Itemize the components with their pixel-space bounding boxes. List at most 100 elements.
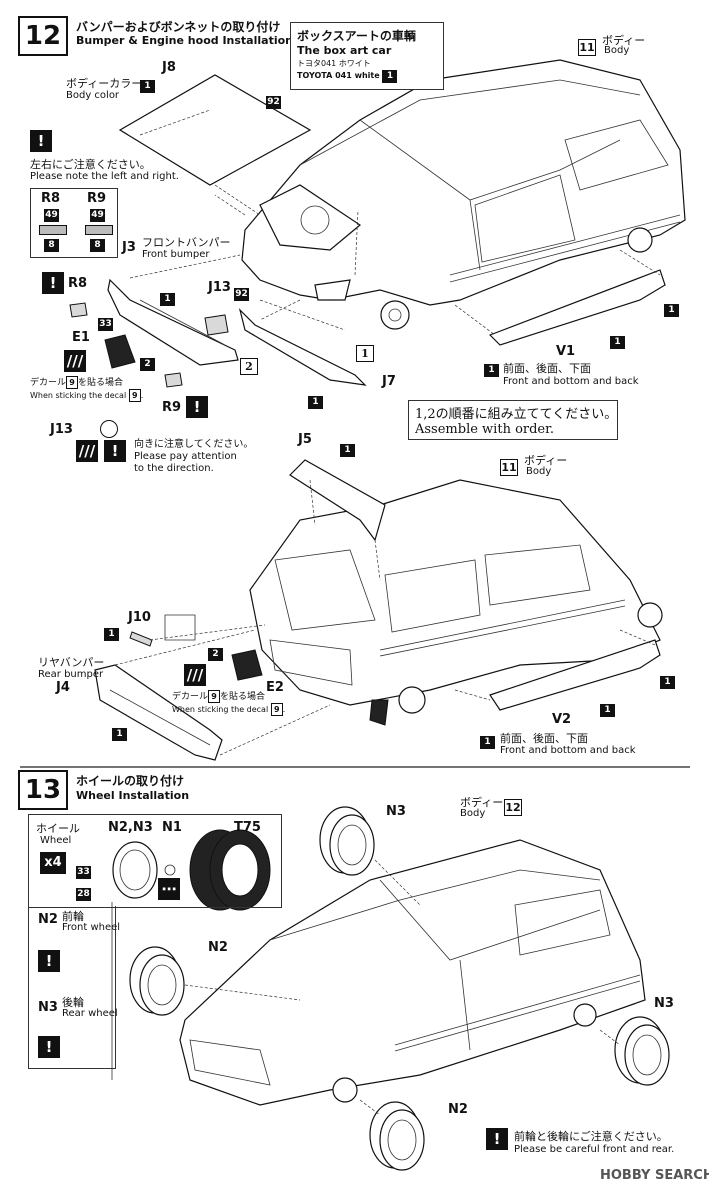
r8-part-shape [39, 225, 67, 235]
color-number-33: 33 [98, 318, 113, 331]
label-t75: T75 [234, 820, 261, 835]
quantity-x4-badge: x4 [40, 852, 66, 874]
label-v1: V1 [556, 344, 576, 359]
rear-wheel-en: Rear wheel [62, 1008, 118, 1019]
label-j5: J5 [298, 432, 312, 447]
r8-color-top: 49 [44, 209, 59, 222]
decal-icon: /// [76, 440, 98, 462]
j3-color-number: 1 [160, 293, 175, 306]
box-art-en: The box art car [297, 44, 392, 57]
v2-color-number-right: 1 [660, 676, 675, 689]
wheel-n3-right [614, 1016, 670, 1086]
body12-en: Body [460, 808, 486, 819]
wheel-jp: ホイール [36, 822, 80, 835]
front-rear-wheel-panel [28, 906, 116, 1069]
r9-color-bottom: 8 [90, 239, 105, 252]
hobby-search-watermark: HOBBY SEARCH [600, 1168, 709, 1183]
part-j10 [129, 631, 153, 647]
label-j4: J4 [56, 680, 70, 695]
j10-color-number: 1 [104, 628, 119, 641]
body-ref2-jp: ボディー [524, 454, 568, 467]
careful-en: Please be careful front and rear. [514, 1144, 675, 1155]
label-r9-b: R9 [162, 400, 182, 415]
label-j13: J13 [208, 280, 231, 295]
part-e2 [231, 649, 263, 681]
caution-icon: ! [486, 1128, 508, 1150]
label-e1: E1 [72, 330, 90, 345]
front-bumper-part [107, 278, 239, 366]
label-r9: R9 [87, 191, 107, 206]
label-j10: J10 [128, 610, 151, 625]
r9-color-top: 49 [90, 209, 105, 222]
step-12-title-jp: バンパーおよびボンネットの取り付け [76, 20, 281, 34]
part-r8 [69, 302, 88, 318]
car-wheel-install-illustration [179, 839, 646, 1106]
step-13-badge: 13 [18, 770, 68, 810]
box-art-jp: ボックスアートの車輌 [297, 29, 416, 43]
label-n2-n3: N2,N3 [108, 820, 153, 835]
body-ref-en: Body [604, 45, 630, 56]
step-13-title-en: Wheel Installation [76, 789, 190, 802]
wheel-rim-illustration [112, 841, 176, 899]
v2-color-number: 1 [600, 704, 615, 717]
label-n3-right: N3 [654, 996, 674, 1011]
j5-color-number: 1 [340, 444, 355, 457]
glue-icon: ⋯ [158, 878, 180, 900]
r9-part-shape [85, 225, 113, 235]
label-n2-front: N2 [38, 912, 58, 927]
box-art-color-number: 1 [382, 70, 398, 83]
car-front-view-illustration [214, 59, 686, 330]
v1-jp: 前面、後面、下面 [503, 362, 591, 375]
v2-en: Front and bottom and back [500, 745, 636, 756]
rear-bumper-j4 [94, 664, 223, 761]
direction-jp: 向きに注意してください。 [134, 439, 254, 450]
front-lip-part-j7 [238, 308, 367, 386]
rear-wheel-jp: 後輪 [62, 996, 84, 1009]
j13-color-number: 92 [234, 288, 249, 301]
e2-color-number: 2 [208, 648, 223, 661]
front-wheel-en: Front wheel [62, 922, 121, 933]
j8-color-en: Body color [66, 90, 120, 101]
label-r8-b: R8 [68, 276, 88, 291]
v1-color-number: 1 [610, 336, 625, 349]
body-ref-12: 12 [504, 796, 522, 816]
side-skirt-v2 [489, 639, 661, 711]
v1-color-number-left: 1 [484, 364, 499, 377]
box-art-car-panel: ボックスアートの車輌 The box art car トヨタ041 ホワイト T… [290, 22, 444, 90]
caution-left-right-en: Please note the left and right. [30, 171, 179, 182]
front-wheel-jp: 前輪 [62, 910, 84, 923]
caution-icon: ! [186, 396, 208, 418]
label-j3: J3 [122, 240, 136, 255]
label-j13-b: J13 [50, 422, 73, 437]
j4-en: Rear bumper [38, 669, 104, 680]
assemble-order-panel: 1,2の順番に組み立ててください。 Assemble with order. [408, 400, 618, 440]
label-e2: E2 [266, 680, 284, 695]
r8-r9-panel: R8 R9 49 49 8 8 [30, 188, 118, 258]
j7-color-number: 1 [308, 396, 323, 409]
body-ref-11-top: 11 [578, 36, 596, 56]
body-ref-jp: ボディー [602, 34, 646, 47]
step-12-title-en: Bumper & Engine hood Installation [76, 34, 293, 47]
body-ref2-en: Body [526, 466, 552, 477]
v2-color-number-left: 1 [480, 736, 495, 749]
j8-color-jp: ボディーカラー [66, 77, 143, 90]
wheel-n2-bottom [369, 1101, 425, 1171]
rear-spoiler-j5 [289, 459, 386, 542]
j3-jp: フロントバンパー [142, 236, 231, 249]
direction-en-1: Please pay attention [134, 451, 237, 462]
part-r9 [164, 372, 183, 388]
v1-color-number-right: 1 [664, 304, 679, 317]
assemble-order-jp: 1,2の順番に組み立ててください。 [415, 407, 618, 422]
body-ref2-number: 11 [500, 459, 518, 476]
direction-en-2: to the direction. [134, 463, 214, 474]
r8-color-bottom: 8 [44, 239, 59, 252]
label-r8: R8 [41, 191, 61, 206]
wheel-assembly-panel [28, 814, 282, 908]
decal2-en: When sticking the decal 9. [172, 703, 286, 716]
j8-color-number: 1 [140, 80, 155, 93]
decal-icon: /// [64, 350, 86, 372]
label-n3-rear: N3 [38, 1000, 58, 1015]
step-12-badge: 12 [18, 16, 68, 56]
